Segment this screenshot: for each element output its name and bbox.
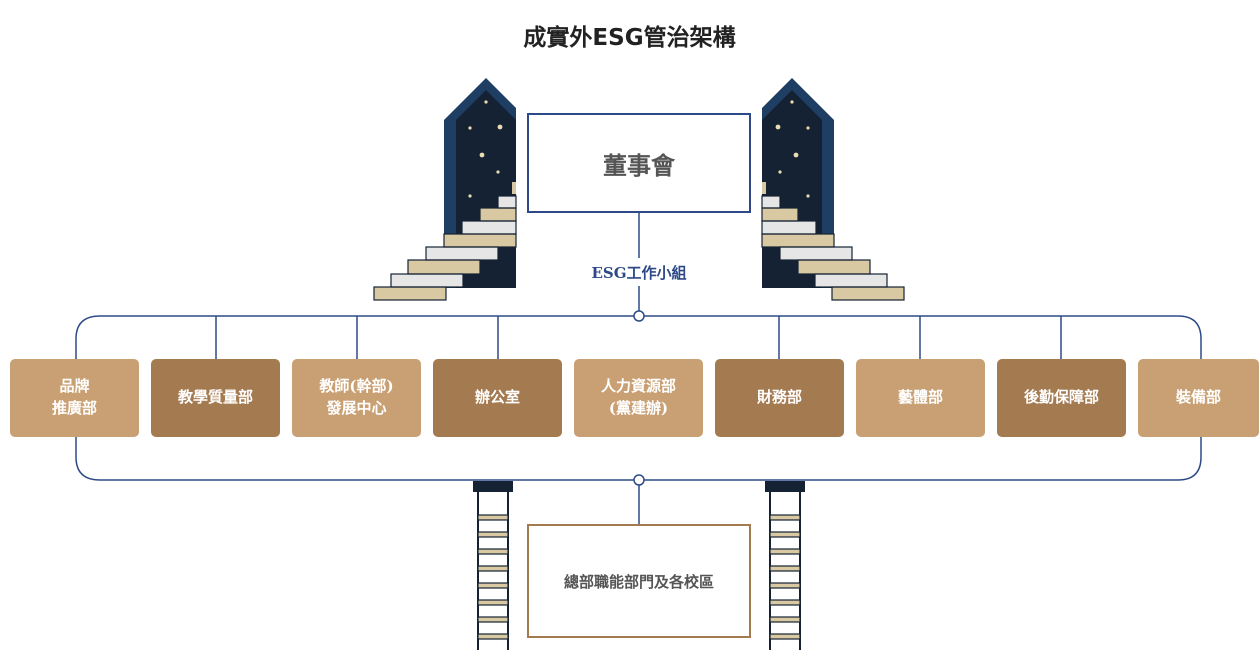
- department-loop: [75, 315, 1202, 481]
- dept-box: 辦公室: [433, 359, 562, 437]
- left-stair-tower-illustration: [373, 78, 517, 301]
- dept-label: 品牌 推廣部: [51, 377, 97, 417]
- department-drops: [215, 316, 1062, 359]
- diagram-title: 成實外ESG管治架構: [523, 25, 736, 51]
- dept-box: 品牌 推廣部: [10, 359, 139, 437]
- left-ladder-illustration: [473, 481, 513, 650]
- headquarters-campuses-box: 總部職能部門及各校區: [527, 524, 751, 638]
- right-ladder-illustration: [765, 481, 805, 650]
- board-of-directors-box: 董事會: [527, 113, 751, 213]
- dept-label: 教學質量部: [177, 388, 253, 407]
- dept-label: 裝備部: [1175, 388, 1221, 407]
- right-stair-tower-illustration: [761, 78, 905, 301]
- dept-label: 人力資源部 (黨建辦): [600, 377, 676, 417]
- dept-box: 裝備部: [1138, 359, 1259, 437]
- dept-box: 藝體部: [856, 359, 985, 437]
- dept-label: 財務部: [756, 388, 802, 407]
- dept-box: 教師(幹部) 發展中心: [292, 359, 421, 437]
- dept-label: 後勤保障部: [1023, 388, 1099, 407]
- board-label: 董事會: [603, 150, 675, 180]
- dept-label: 辦公室: [474, 388, 520, 407]
- top-junction: [633, 310, 645, 322]
- dept-box: 財務部: [715, 359, 844, 437]
- dept-box: 後勤保障部: [997, 359, 1126, 437]
- dept-label: 藝體部: [897, 388, 943, 407]
- esg-working-group-label: ESG工作小組: [591, 264, 687, 282]
- dept-label: 教師(幹部) 發展中心: [319, 377, 394, 417]
- bottom-junction: [633, 474, 645, 486]
- dept-box: 人力資源部 (黨建辦): [574, 359, 703, 437]
- headquarters-label: 總部職能部門及各校區: [563, 572, 714, 591]
- dept-box: 教學質量部: [151, 359, 280, 437]
